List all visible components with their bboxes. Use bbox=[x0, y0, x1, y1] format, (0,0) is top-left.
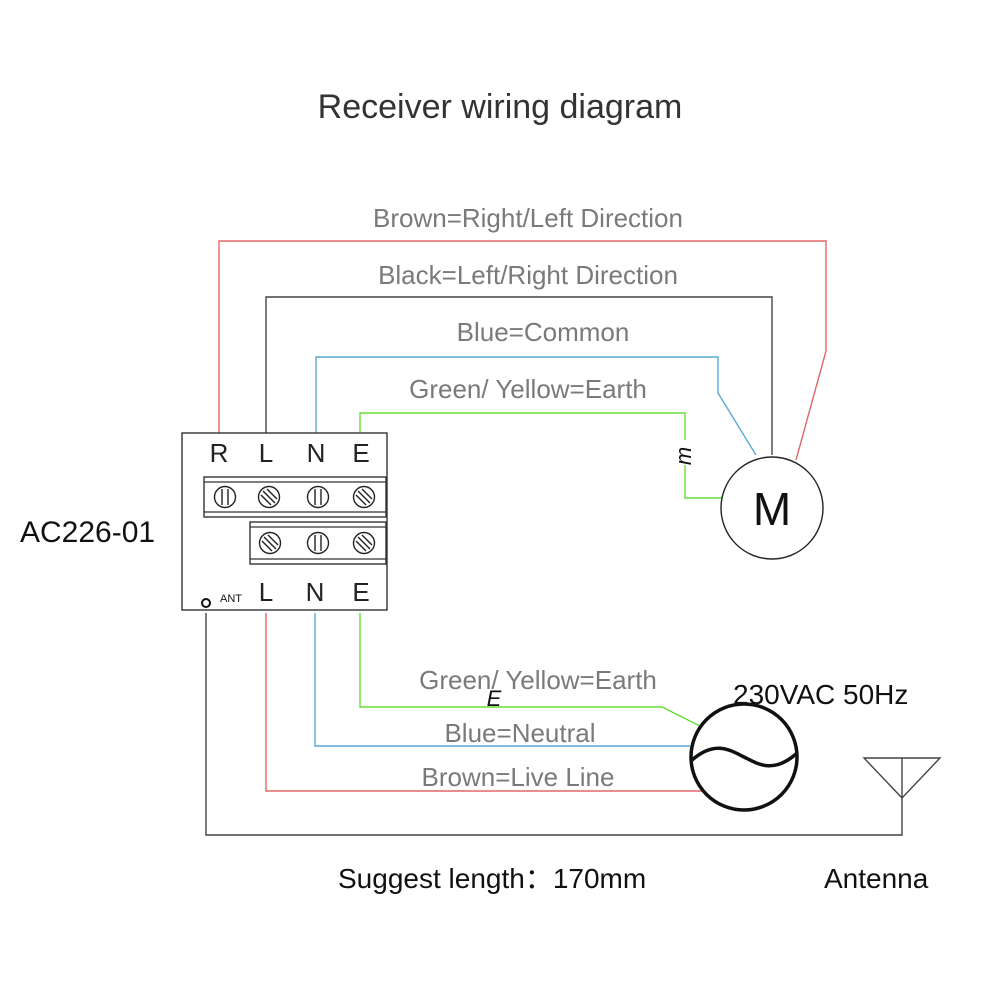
screw-terminal-icon bbox=[306, 485, 330, 509]
motor-icon bbox=[720, 456, 824, 560]
screw-terminal-icon bbox=[306, 531, 330, 555]
terminal-label-r: R bbox=[210, 438, 229, 468]
antenna-label: Antenna bbox=[824, 863, 929, 894]
suggest-length: Suggest length：170mm bbox=[338, 863, 646, 894]
wire-blue-neutral bbox=[314, 613, 690, 747]
svg-text:E: E bbox=[487, 686, 502, 711]
model-label: AC226-01 bbox=[20, 516, 155, 549]
motor-letter: M bbox=[753, 483, 791, 535]
earth-icon: m bbox=[671, 447, 696, 465]
wire-label-green-earth-top: Green/ Yellow=Earth bbox=[409, 374, 647, 404]
wire-brown-direction bbox=[218, 240, 827, 461]
earth-icon: E bbox=[487, 686, 502, 711]
terminal-label-l-bottom: L bbox=[259, 577, 273, 607]
screw-terminal-icon bbox=[213, 485, 237, 509]
ant-terminal bbox=[201, 598, 211, 608]
terminal-label-l-top: L bbox=[259, 438, 273, 468]
wire-blue-common bbox=[315, 356, 757, 456]
screw-terminal-icon bbox=[257, 485, 281, 509]
wire-label-green-earth-bottom: Green/ Yellow=Earth bbox=[419, 665, 657, 695]
wire-green-earth-motor bbox=[359, 412, 723, 499]
wire-black-direction bbox=[265, 296, 773, 455]
wire-label-blue-common: Blue=Common bbox=[457, 317, 630, 347]
terminal-label-n-top: N bbox=[307, 438, 326, 468]
wire-label-brown-direction: Brown=Right/Left Direction bbox=[373, 203, 683, 233]
power-label: 230VAC 50Hz bbox=[733, 679, 908, 710]
terminal-label-n-bottom: N bbox=[306, 577, 325, 607]
wire-label-brown-live: Brown=Live Line bbox=[422, 762, 615, 792]
wire-label-black-direction: Black=Left/Right Direction bbox=[378, 260, 678, 290]
terminal-label-e-top: E bbox=[352, 438, 369, 468]
page-title: Receiver wiring diagram bbox=[318, 88, 683, 126]
screw-terminal-icon bbox=[258, 531, 282, 555]
ant-label: ANT bbox=[220, 593, 242, 605]
screw-terminal-icon bbox=[352, 531, 376, 555]
screw-terminal-icon bbox=[352, 485, 376, 509]
wire-green-earth-power bbox=[359, 613, 703, 728]
wire-antenna bbox=[205, 613, 903, 836]
wire-label-blue-neutral: Blue=Neutral bbox=[444, 718, 595, 748]
antenna-icon bbox=[862, 757, 942, 800]
terminal-label-e-bottom: E bbox=[352, 577, 369, 607]
svg-text:m: m bbox=[671, 447, 696, 465]
wire-brown-live bbox=[265, 613, 705, 792]
